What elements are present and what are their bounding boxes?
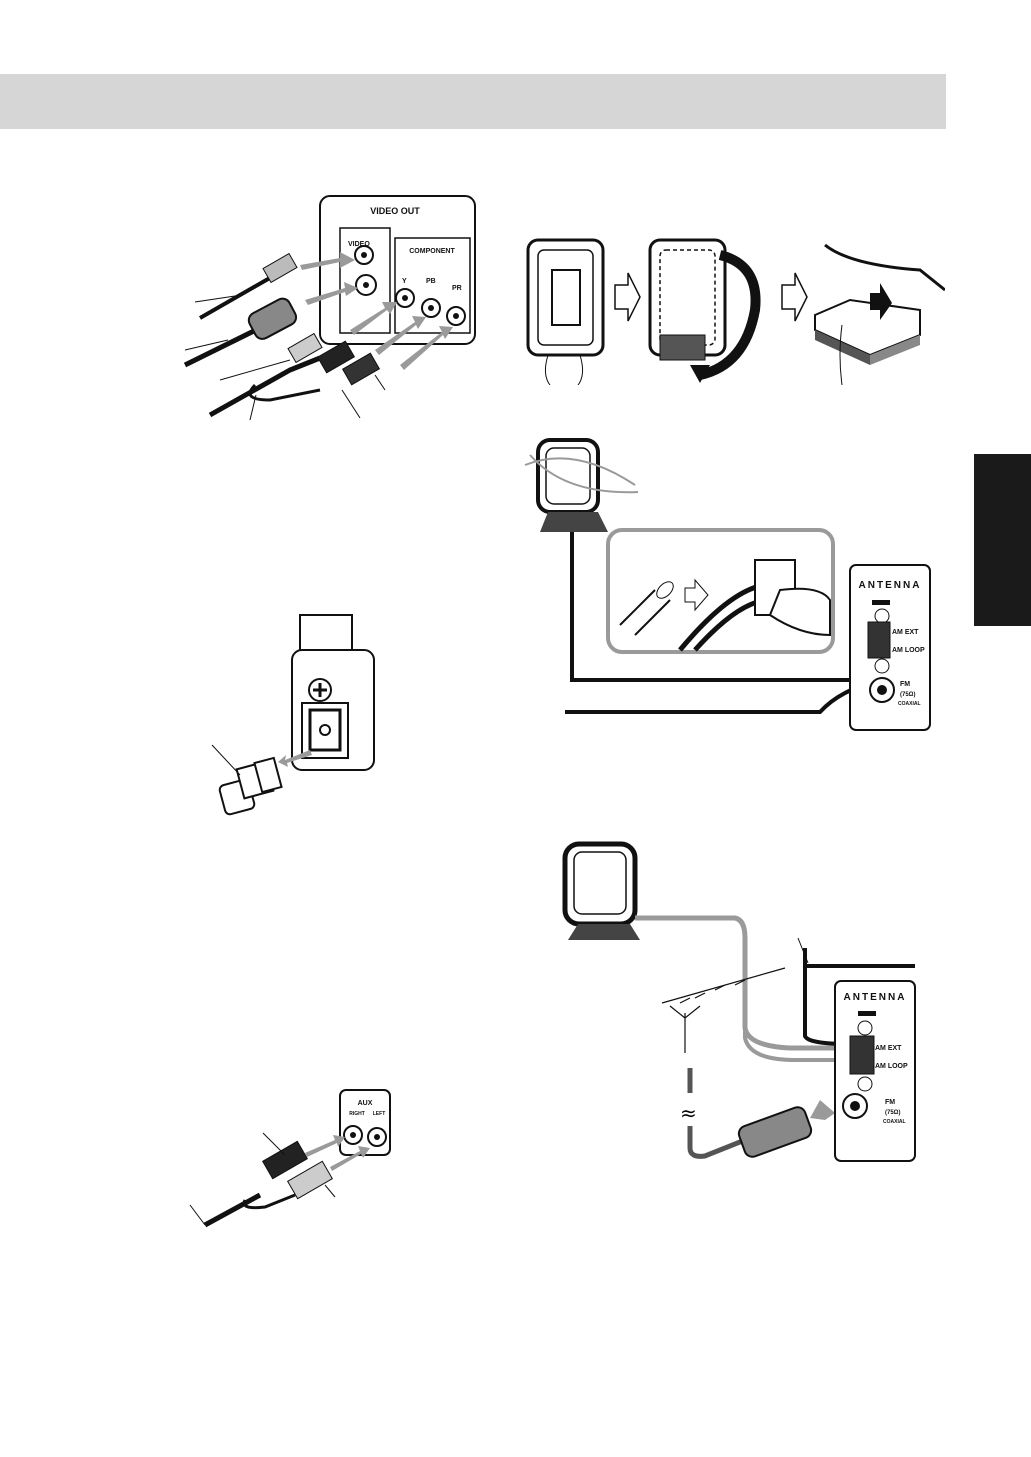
video-out-title: VIDEO OUT	[370, 206, 420, 216]
antenna-panel-1-fm-ohm: (75Ω)	[900, 692, 915, 698]
component-label: COMPONENT	[409, 248, 455, 255]
loop-antenna-assembly-figure	[520, 225, 945, 385]
aux-title: AUX	[358, 1100, 373, 1107]
header-bar	[0, 74, 946, 129]
antenna-connection-figure-2: ≈ ANTENNA AM EXT AM LOOP FM (75Ω) COAXIA…	[550, 838, 930, 1168]
antenna-panel-2-fm: FM	[885, 1099, 895, 1106]
optical-cap-figure	[200, 610, 380, 820]
aux-right-label: RIGHT	[349, 1111, 365, 1117]
antenna-panel-1-title: ANTENNA	[859, 580, 922, 591]
antenna-panel-2-am-loop: AM LOOP	[875, 1063, 908, 1070]
jack-label-pb: PB	[426, 278, 436, 285]
svg-text:≈: ≈	[680, 1101, 697, 1125]
antenna-panel-2-am-ext: AM EXT	[875, 1045, 902, 1052]
antenna-panel-1-fm: FM	[900, 681, 910, 688]
antenna-panel-1-am-ext: AM EXT	[892, 629, 919, 636]
jack-label-pr: PR	[452, 285, 462, 292]
antenna-connection-figure-1: ANTENNA AM EXT AM LOOP FM (75Ω) COAXIAL	[520, 430, 935, 735]
aux-connection-figure: AUX RIGHT LEFT	[185, 1085, 400, 1235]
video-connection-figure: VIDEO OUT VIDEO COMPONENT Y PB PR	[180, 190, 480, 430]
section-tab	[974, 454, 1031, 626]
aux-left-label: LEFT	[373, 1111, 386, 1117]
antenna-panel-1-am-loop: AM LOOP	[892, 647, 925, 654]
antenna-panel-2-title: ANTENNA	[844, 992, 907, 1003]
jack-label-y: Y	[402, 278, 407, 285]
antenna-panel-2-fm-ohm: (75Ω)	[885, 1110, 900, 1116]
antenna-panel-2-coaxial: COAXIAL	[883, 1119, 906, 1125]
antenna-panel-1-coaxial: COAXIAL	[898, 701, 921, 707]
